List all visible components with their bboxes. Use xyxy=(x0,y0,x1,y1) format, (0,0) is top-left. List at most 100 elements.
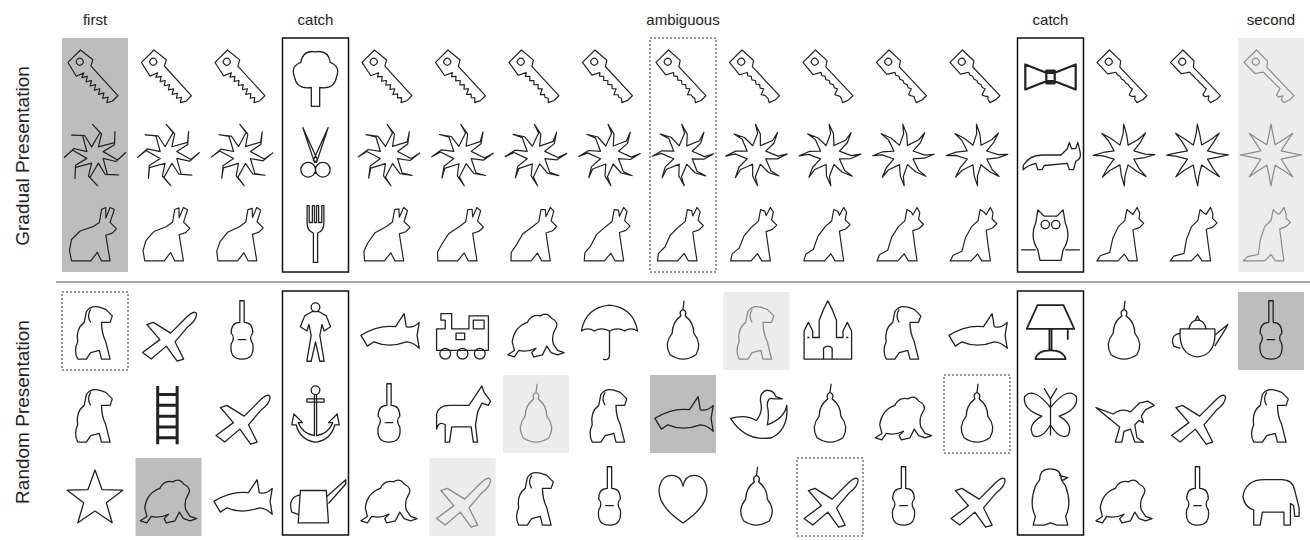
icon-outline xyxy=(214,480,272,515)
spider-star-morph xyxy=(1093,124,1155,186)
saw-key-morph xyxy=(802,49,858,105)
morph-outline xyxy=(217,207,263,261)
column-label: second xyxy=(1247,12,1295,27)
rabbit-cat-morph xyxy=(143,207,190,261)
rabbit-cat-morph xyxy=(877,207,923,261)
plane-icon xyxy=(216,395,270,444)
icon-outline xyxy=(216,395,270,444)
icon-outline xyxy=(667,301,698,359)
plane-icon xyxy=(437,478,491,527)
morph-outline xyxy=(876,50,931,105)
violin-icon xyxy=(892,467,914,525)
icon-outline xyxy=(814,384,845,442)
violin-icon xyxy=(598,467,620,525)
icon-outline xyxy=(731,390,787,438)
penguin-icon xyxy=(1032,469,1069,525)
dog-icon xyxy=(517,473,554,525)
saw-key-morph xyxy=(1097,50,1152,105)
umbrella-icon xyxy=(581,305,637,360)
icon-outline xyxy=(292,386,340,442)
pear-icon xyxy=(961,384,992,442)
ambiguous-frame xyxy=(650,38,716,272)
spider-star-morph xyxy=(799,124,861,186)
morph-outline xyxy=(438,207,484,261)
column-label: catch xyxy=(298,12,334,27)
icon-outline xyxy=(378,384,400,442)
icon-outline xyxy=(892,467,914,525)
rabbit-cat-morph xyxy=(364,207,410,261)
icon-outline xyxy=(737,307,774,359)
teapot-icon xyxy=(1173,316,1228,357)
icon-outline xyxy=(1108,301,1139,359)
second-column-shade xyxy=(1238,38,1304,272)
dog-icon xyxy=(884,307,921,359)
frog-icon xyxy=(361,480,417,523)
icon-outline xyxy=(520,384,551,442)
pear-icon xyxy=(1108,301,1139,359)
pear-icon xyxy=(814,384,845,442)
shaded-cell xyxy=(136,458,202,536)
violin-icon xyxy=(231,301,253,359)
plane-icon xyxy=(951,478,1005,527)
morph-outline xyxy=(1240,124,1302,186)
icon-outline xyxy=(517,473,554,525)
rabbit-cat-morph xyxy=(1243,207,1290,261)
column-label: ambiguous xyxy=(646,12,719,27)
pear-icon xyxy=(520,384,551,442)
rabbit-cat-morph xyxy=(1170,207,1217,261)
spider-star-morph xyxy=(211,124,272,185)
morph-outline xyxy=(657,207,703,261)
morph-outline xyxy=(726,124,788,186)
shaded-cell xyxy=(503,375,569,453)
icon-outline xyxy=(1023,142,1080,169)
woman-icon xyxy=(300,303,330,361)
dotted-cell xyxy=(62,292,128,370)
frog-icon xyxy=(875,397,931,440)
shaded-cell xyxy=(650,375,716,453)
star-icon xyxy=(67,470,123,523)
morph-outline xyxy=(579,124,640,185)
train-icon xyxy=(437,314,489,359)
icon-outline xyxy=(590,390,627,442)
icon-outline xyxy=(655,397,713,432)
icon-outline xyxy=(581,305,637,360)
morph-outline xyxy=(364,207,410,261)
rabbit-cat-morph xyxy=(511,207,557,261)
icon-outline xyxy=(804,478,858,527)
icon-outline xyxy=(1025,64,1075,89)
saw-key-morph xyxy=(507,49,564,106)
dog-icon xyxy=(76,390,113,442)
dino-icon xyxy=(1096,401,1154,442)
saw-key-morph xyxy=(655,49,711,105)
spider-star-morph xyxy=(1240,124,1302,186)
morph-outline xyxy=(138,124,199,185)
dotted-cell xyxy=(944,375,1010,453)
frog-icon xyxy=(1096,480,1152,523)
pear-icon xyxy=(667,301,698,359)
icon-outline xyxy=(1096,401,1154,442)
morph-outline xyxy=(652,124,714,186)
morph-outline xyxy=(211,124,272,185)
icon-outline xyxy=(949,314,1007,349)
ladder-icon xyxy=(158,386,177,444)
rabbit-cat-morph xyxy=(584,207,630,261)
shaded-cell xyxy=(724,292,790,370)
icon-outline xyxy=(804,301,852,359)
catch-frame xyxy=(1018,291,1084,535)
icon-outline xyxy=(659,475,707,523)
morph-outline xyxy=(507,49,564,106)
icon-outline xyxy=(158,386,177,444)
icon-outline xyxy=(741,467,772,525)
horse-icon xyxy=(437,386,491,442)
fork-icon xyxy=(307,206,324,263)
can-icon xyxy=(291,480,346,523)
catch-frame xyxy=(1018,38,1084,272)
dog-icon xyxy=(1252,390,1289,442)
section-label: Gradual Presentation xyxy=(13,66,32,246)
morph-outline xyxy=(360,49,417,106)
morph-outline xyxy=(873,124,935,186)
catch-frame xyxy=(283,291,349,535)
icon-outline xyxy=(598,467,620,525)
morph-outline xyxy=(1244,50,1298,104)
